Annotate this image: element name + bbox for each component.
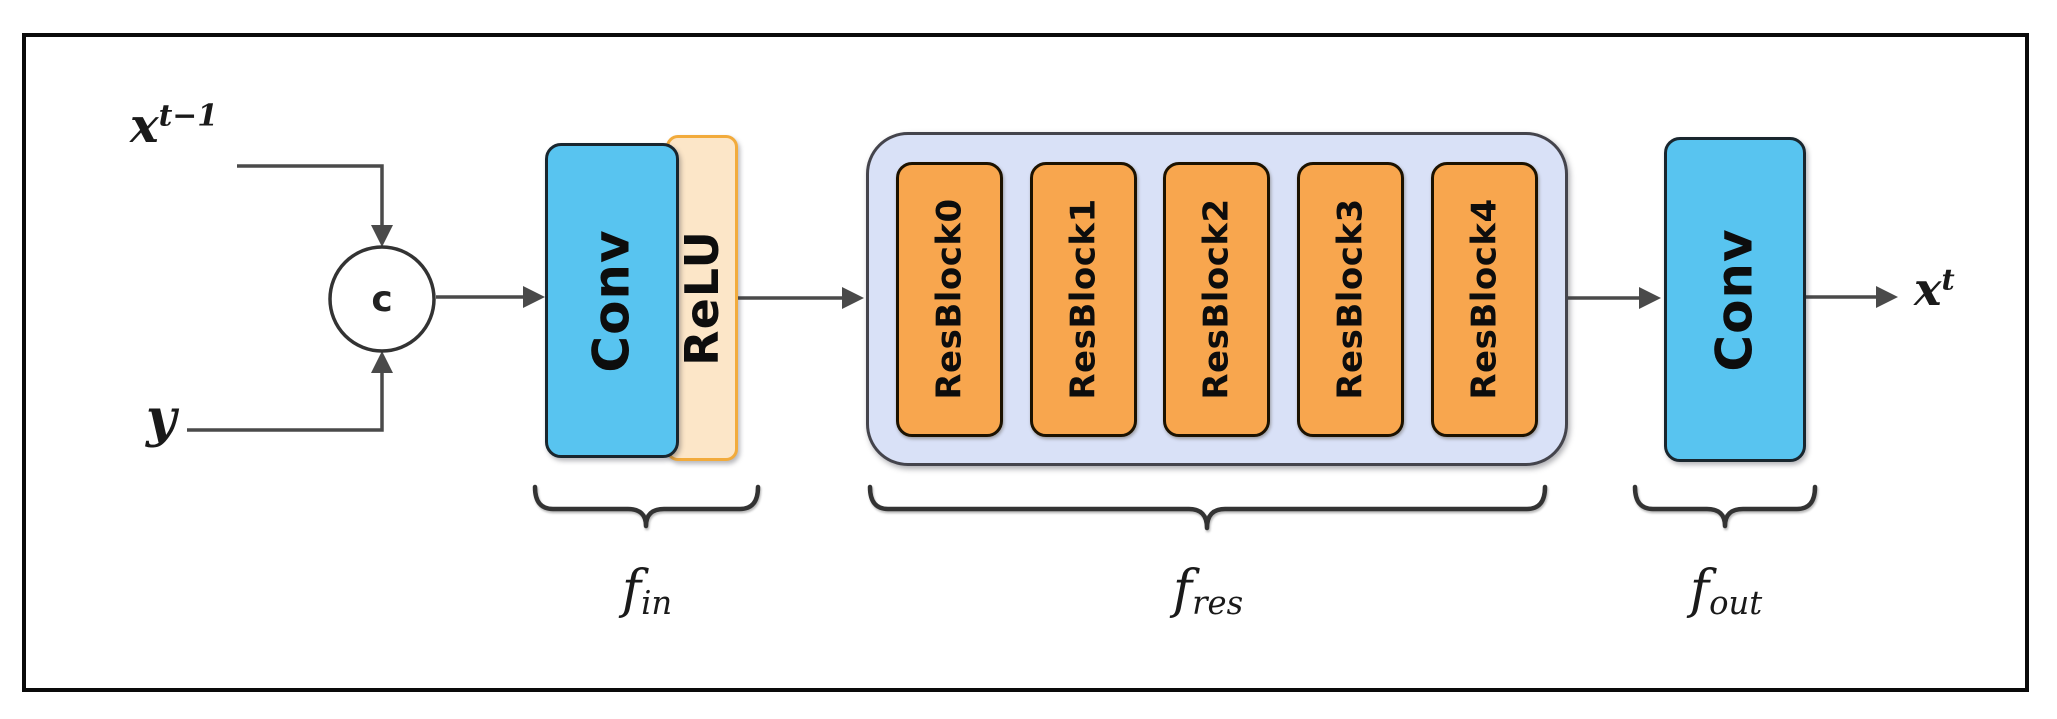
arrowhead-convout-to-output (1876, 286, 1898, 308)
output-label-x-t: xt (1914, 262, 1955, 316)
group-label-fin-base: f (621, 560, 642, 620)
resblock-0: ResBlock0 (895, 161, 1003, 437)
arrowhead-res-to-convout (1639, 287, 1661, 309)
arrowhead-relu-to-res (842, 287, 864, 309)
resblock-4-label: ResBlock4 (1464, 198, 1505, 400)
res-group-container: ResBlock0 ResBlock1 ResBlock2 ResBlock3 … (866, 132, 1568, 466)
relu-label: ReLU (675, 230, 729, 366)
conv-in-label: Conv (583, 228, 642, 373)
arrowhead-input-top (371, 225, 393, 247)
wire-input-top (237, 164, 384, 227)
output-label-x-t-sup: t (1941, 262, 1955, 297)
group-label-fin-sub: in (641, 584, 673, 623)
group-label-fout: fout (1690, 560, 1762, 622)
conv-out-label: Conv (1706, 227, 1765, 372)
group-label-fres-sub: res (1192, 584, 1244, 623)
group-label-fout-base: f (1689, 560, 1710, 620)
underbrace-fout (1632, 484, 1818, 529)
resblock-0-label: ResBlock0 (929, 198, 970, 400)
resblock-4: ResBlock4 (1431, 161, 1539, 437)
resblock-1: ResBlock1 (1029, 161, 1137, 437)
wire-input-bottom (187, 373, 384, 432)
concat-label: c (371, 278, 393, 320)
resblock-1-label: ResBlock1 (1063, 198, 1104, 400)
resblock-3: ResBlock3 (1297, 161, 1405, 437)
input-label-x-prev-sup: t−1 (158, 98, 218, 134)
group-label-fout-sub: out (1709, 584, 1763, 623)
group-label-fres: fres (1173, 560, 1243, 622)
input-label-y: y (146, 388, 176, 449)
input-label-x-prev-base: x (130, 98, 159, 154)
input-label-x-prev: xt−1 (130, 98, 218, 154)
arrowhead-input-bottom (371, 351, 393, 373)
underbrace-fres (867, 484, 1548, 531)
group-label-fin: fin (622, 560, 672, 622)
diagram-frame (22, 33, 2029, 692)
resblock-2-label: ResBlock2 (1196, 198, 1237, 400)
output-label-x-t-base: x (1914, 262, 1942, 316)
conv-in-block: Conv (545, 143, 679, 458)
concat-circle (328, 245, 436, 353)
resblock-3-label: ResBlock3 (1330, 198, 1371, 400)
arrowhead-concat-to-convin (523, 286, 545, 308)
resblock-2: ResBlock2 (1163, 161, 1271, 437)
conv-out-block: Conv (1664, 137, 1806, 462)
input-label-y-base: y (146, 388, 177, 449)
group-label-fres-base: f (1172, 560, 1193, 620)
underbrace-fin (532, 484, 761, 529)
